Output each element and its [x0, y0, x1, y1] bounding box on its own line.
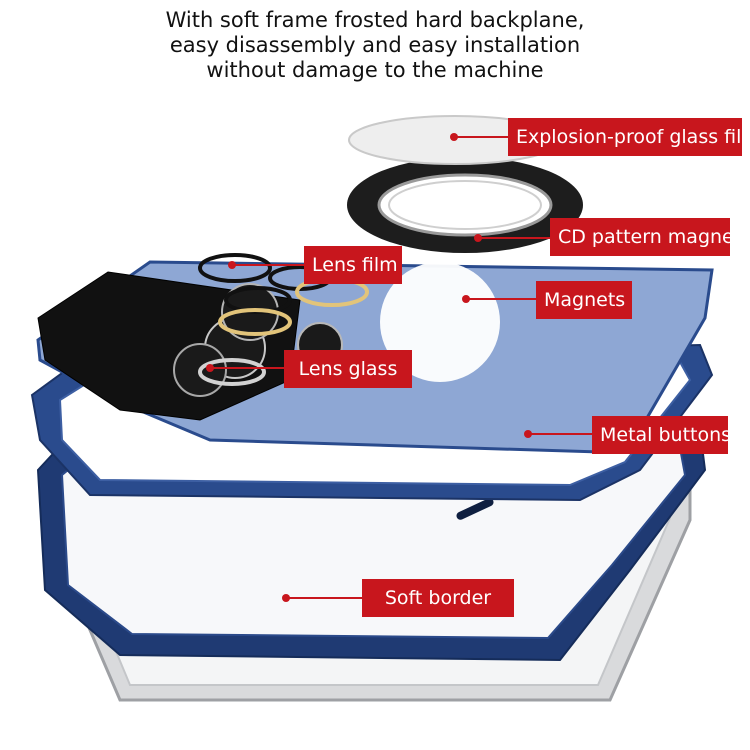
headline-line-3: without damage to the machine [206, 58, 544, 82]
leader-explosion-proof-film [454, 136, 510, 138]
marker-lens-film [228, 261, 236, 269]
callout-lens-film: Lens film [304, 246, 402, 284]
callout-lens-glass: Lens glass [284, 350, 412, 388]
marker-metal-buttons [524, 430, 532, 438]
marker-magnets [462, 295, 470, 303]
callout-metal-buttons: Metal buttons [592, 416, 731, 454]
magnetic-ring [347, 157, 583, 253]
callout-soft-border: Soft border [362, 579, 514, 617]
leader-cd-pattern-magnet [478, 237, 550, 239]
leader-soft-border [286, 597, 366, 599]
marker-explosion-proof-film [450, 133, 458, 141]
leader-lens-glass [210, 367, 286, 369]
callout-explosion-proof-film: Explosion-proof glass film [508, 118, 750, 156]
marker-cd-pattern-magnet [474, 234, 482, 242]
marker-soft-border [282, 594, 290, 602]
headline-line-1: With soft frame frosted hard backplane, [165, 8, 585, 32]
leader-lens-film [232, 264, 304, 266]
callout-magnets: Magnets [536, 281, 632, 319]
headline: With soft frame frosted hard backplane, … [0, 8, 750, 83]
headline-line-2: easy disassembly and easy installation [169, 33, 581, 57]
leader-magnets [466, 298, 536, 300]
leader-metal-buttons [528, 433, 594, 435]
marker-lens-glass [206, 364, 214, 372]
callout-cd-pattern-magnet: CD pattern magnet [550, 218, 741, 256]
